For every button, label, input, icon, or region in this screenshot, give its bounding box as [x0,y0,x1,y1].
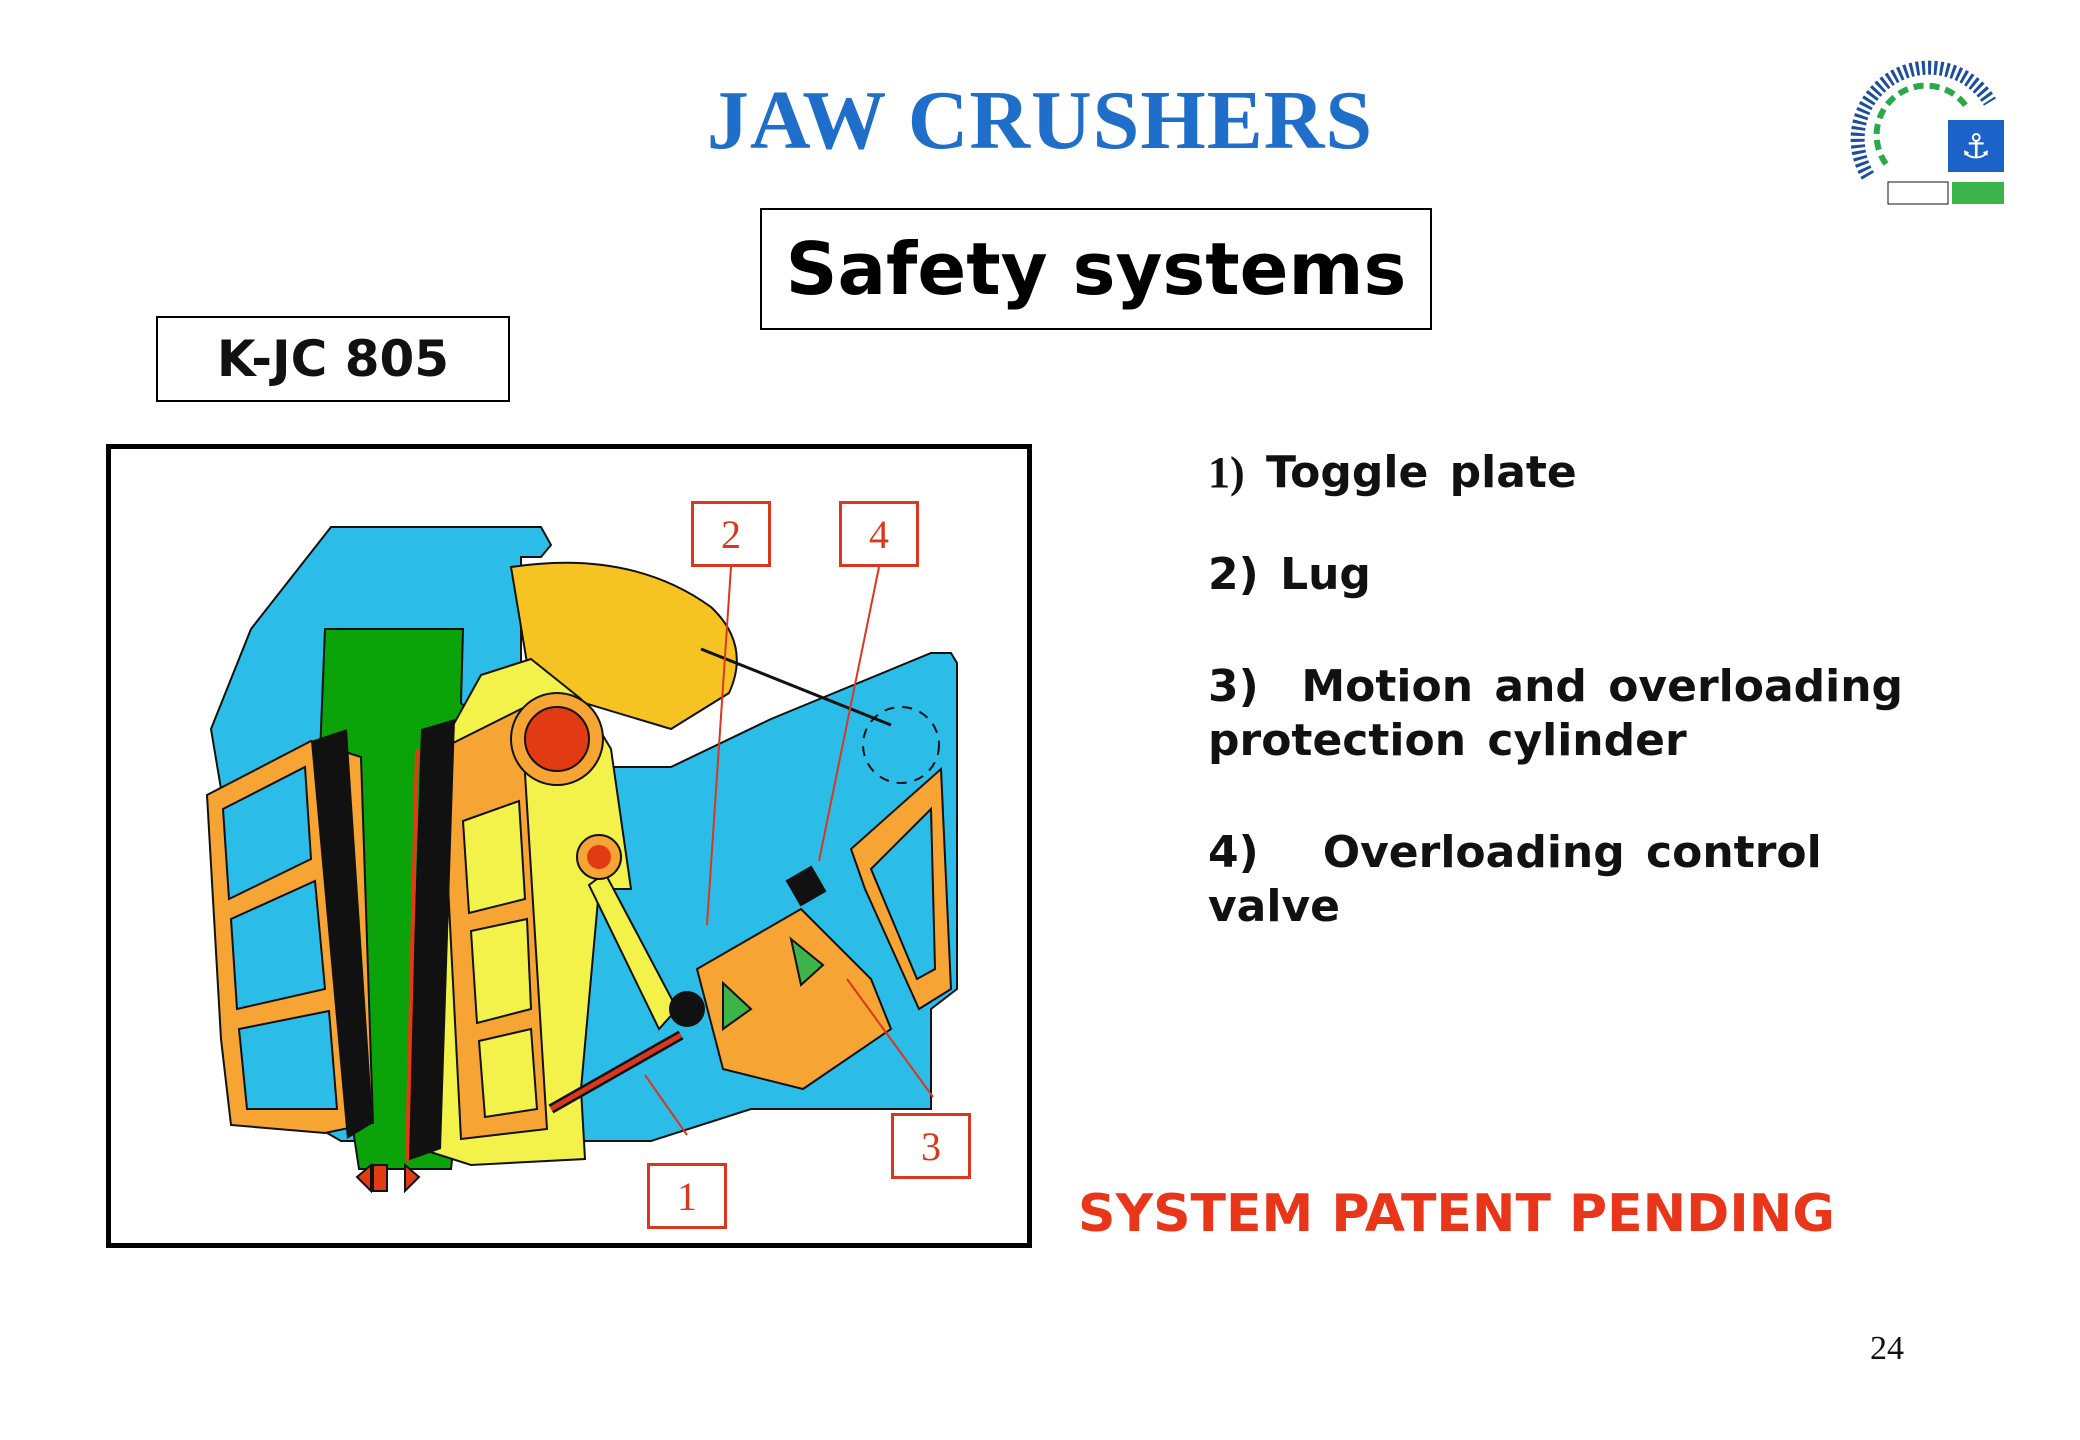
overloading-control-valve [785,865,827,907]
legend-number: 2) [1208,549,1259,600]
patent-notice: SYSTEM PATENT PENDING [1078,1184,1835,1244]
jaw-motion-arrows [355,1162,421,1194]
slide-title: JAW CRUSHERS [706,74,1374,167]
page-number: 24 [1870,1330,1904,1367]
section-heading: Safety systems [760,208,1432,330]
legend-number: 4) [1208,827,1259,878]
lug-rod [587,871,679,1031]
legend-number: 1) [1208,448,1245,497]
legend-item-3: 3) Motion and overloading protection cyl… [1208,660,1908,768]
fixed-jaw-liner [311,729,373,1139]
jaw-crusher-diagram: 2 4 3 1 [106,444,1032,1248]
overloading-protection-cylinder [695,907,893,1091]
legend-item-1: 1) Toggle plate [1208,446,1908,500]
model-label: K-JC 805 [156,316,510,402]
legend-label: Motion and overloading protection cylind… [1208,661,1904,766]
legend-label: Lug [1280,549,1371,600]
legend-label: Overloading control valve [1208,827,1822,932]
moving-jaw-liner [407,719,455,1161]
svg-text:⚓: ⚓ [1961,127,1991,167]
iso-certification-logo: ⚓ [1840,56,2020,216]
legend-item-4: 4) Overloading control valve [1208,826,1908,934]
drive-pulley-outline [862,706,940,784]
legend-item-2: 2) Lug [1208,548,1908,602]
legend-number: 3) [1208,661,1259,712]
legend-label: Toggle plate [1265,447,1577,498]
callout-3: 3 [891,1113,971,1179]
callout-4: 4 [839,501,919,567]
callout-2: 2 [691,501,771,567]
callout-1: 1 [647,1163,727,1229]
component-legend: 1) Toggle plate 2) Lug 3) Motion and ove… [1208,446,1908,992]
